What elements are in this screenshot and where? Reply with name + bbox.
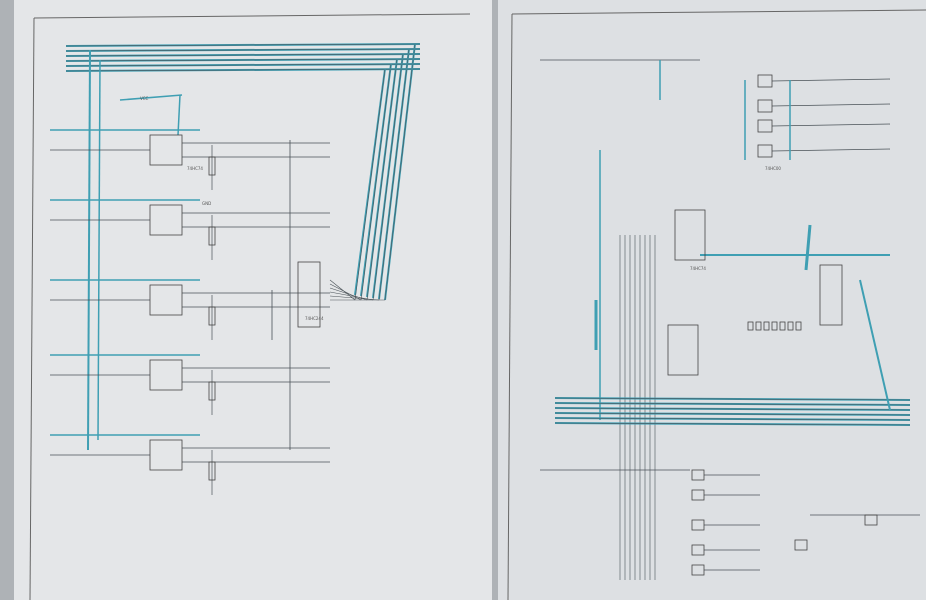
components (149, 74, 878, 576)
led (779, 321, 786, 331)
latch-chip (819, 264, 843, 326)
logic-gate (757, 74, 773, 88)
wire (65, 58, 421, 62)
wire (354, 68, 386, 301)
resistor (208, 226, 216, 246)
wire (554, 407, 911, 411)
logic-gate (757, 99, 773, 113)
wire (771, 103, 891, 107)
wire (65, 68, 421, 72)
logic-gate (691, 544, 705, 556)
chip-label: 74HC244 (305, 316, 324, 321)
resistor (208, 461, 216, 481)
chip-label: 74HC74 (187, 166, 203, 171)
logic-gate (691, 469, 705, 481)
wire (372, 53, 404, 301)
wire (554, 397, 911, 401)
led (771, 321, 778, 331)
flip-flop-chip (149, 204, 183, 236)
wire (771, 78, 891, 82)
wires (50, 43, 920, 580)
wire (378, 48, 410, 301)
logic-gate (691, 564, 705, 576)
logic-gate (691, 519, 705, 531)
buffer-chip (297, 261, 321, 328)
led (795, 321, 802, 331)
logic-gate (757, 144, 773, 158)
wire (65, 63, 421, 67)
flip-flop-chip (674, 209, 706, 261)
wire (329, 287, 368, 301)
wire (65, 48, 421, 52)
right-sheet (498, 0, 926, 600)
flip-flop-chip (149, 134, 183, 166)
wire (65, 53, 421, 57)
gnd-label: GND (202, 201, 211, 206)
flip-flop-chip (149, 359, 183, 391)
wire (329, 291, 374, 301)
wire (859, 279, 891, 411)
flip-flop-chip (149, 439, 183, 471)
wire (177, 94, 181, 136)
vcc-label: VCC (140, 96, 149, 101)
wire (554, 402, 911, 406)
wire (804, 224, 812, 271)
flip-flop-chip (667, 324, 699, 376)
right-border (507, 13, 513, 600)
wire (119, 94, 183, 101)
left-border (29, 17, 35, 600)
led (763, 321, 770, 331)
left-border-top (33, 13, 471, 19)
wire (554, 417, 911, 421)
resistor (208, 306, 216, 326)
wire (771, 148, 891, 152)
wire (384, 43, 416, 301)
logic-gate (864, 514, 878, 526)
wire (65, 43, 421, 47)
logic-gate (691, 489, 705, 501)
led (787, 321, 794, 331)
wire (366, 58, 398, 301)
wire (97, 59, 101, 441)
wire (554, 412, 911, 416)
chip-label: 74HC00 (765, 166, 781, 171)
wire (329, 283, 362, 301)
right-border-top (511, 9, 926, 15)
wire (771, 123, 891, 127)
wire (87, 49, 91, 451)
chip-label: 74HC74 (690, 266, 706, 271)
flip-flop-chip (149, 284, 183, 316)
wire (554, 422, 911, 426)
wire (360, 63, 392, 301)
led (755, 321, 762, 331)
logic-gate (794, 539, 808, 551)
logic-gate (757, 119, 773, 133)
wire (329, 279, 356, 301)
resistor (208, 156, 216, 176)
resistor (208, 381, 216, 401)
led (747, 321, 754, 331)
